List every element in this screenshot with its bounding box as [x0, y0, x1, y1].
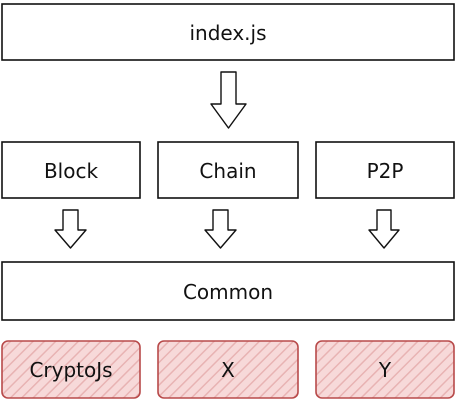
node-cryptojs: CryptoJs — [1, 340, 141, 399]
node-chain-box — [157, 141, 299, 199]
node-y: Y — [315, 340, 455, 399]
node-index-js-label: index.js — [189, 21, 266, 45]
node-common-box — [1, 261, 455, 321]
node-index-js-box — [1, 3, 455, 61]
node-cryptojs-box — [1, 340, 141, 399]
node-common: Common — [1, 261, 455, 321]
node-cryptojs-label: CryptoJs — [29, 358, 112, 382]
arrow-p2p-to-common — [368, 209, 400, 249]
node-x-label: X — [221, 358, 235, 382]
node-p2p-label: P2P — [367, 159, 404, 183]
node-x-box — [157, 340, 299, 399]
arrow-block-to-common — [54, 209, 87, 249]
arrow-index-to-chain — [210, 71, 247, 129]
node-p2p: P2P — [315, 141, 455, 199]
node-block-box — [1, 141, 141, 199]
node-chain: Chain — [157, 141, 299, 199]
node-y-box — [315, 340, 455, 399]
node-index-js: index.js — [1, 3, 455, 61]
arrow-chain-to-common — [204, 209, 237, 249]
node-chain-label: Chain — [199, 159, 256, 183]
node-block: Block — [1, 141, 141, 199]
node-y-label: Y — [378, 358, 392, 382]
node-p2p-box — [315, 141, 455, 199]
node-common-label: Common — [183, 280, 273, 304]
node-x: X — [157, 340, 299, 399]
node-block-label: Block — [44, 159, 99, 183]
